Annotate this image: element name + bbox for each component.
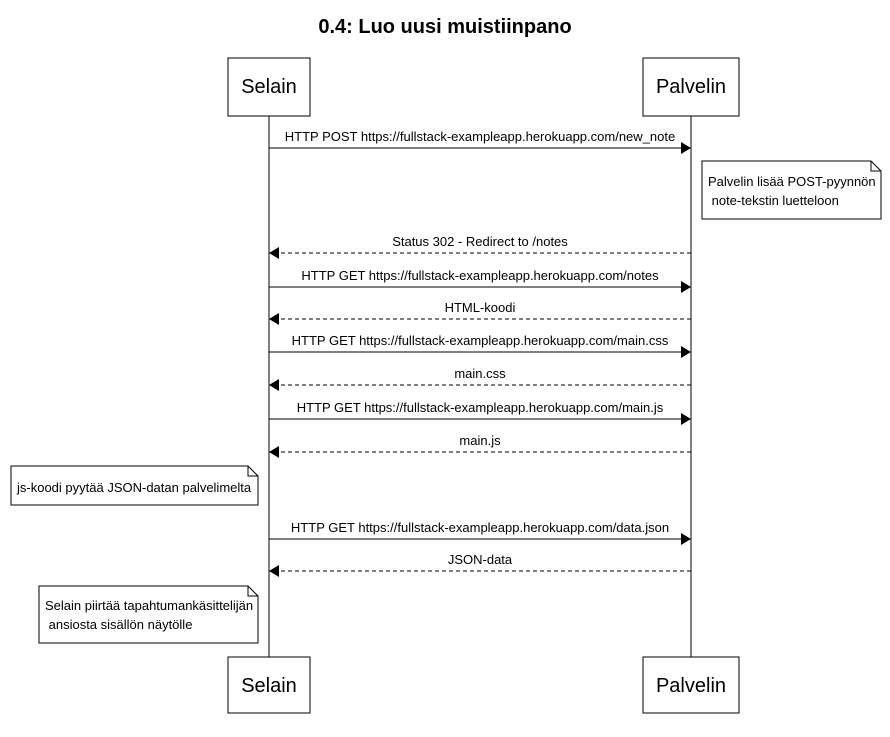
actor-client-bottom-label: Selain <box>241 675 297 697</box>
message-5: HTTP GET https://fullstack-exampleapp.he… <box>269 333 691 358</box>
note-js-line-1: js-koodi pyytää JSON-datan palvelimelta <box>16 480 252 495</box>
note-render-line-1: Selain piirtää tapahtumankäsittelijän <box>45 598 253 613</box>
message-8: main.js <box>269 433 691 458</box>
message-6: main.css <box>269 366 691 391</box>
message-label-4: HTML-koodi <box>445 300 516 315</box>
actor-client-top-label: Selain <box>241 76 297 98</box>
message-label-5: HTTP GET https://fullstack-exampleapp.he… <box>292 333 669 348</box>
actor-server-top-label: Palvelin <box>656 76 726 98</box>
note-server-line-2: note-tekstin luetteloon <box>708 193 839 208</box>
messages: HTTP POST https://fullstack-exampleapp.h… <box>269 129 691 577</box>
note-browser-render: Selain piirtää tapahtumankäsittelijän an… <box>38 585 259 644</box>
diagram-title: 0.4: Luo uusi muistiinpano <box>318 16 571 38</box>
message-label-10: JSON-data <box>448 552 513 567</box>
message-label-9: HTTP GET https://fullstack-exampleapp.he… <box>291 520 669 535</box>
actor-client-top: Selain <box>227 57 311 117</box>
note-js-fetch-json: js-koodi pyytää JSON-datan palvelimelta <box>10 465 259 506</box>
actor-server-top: Palvelin <box>642 57 740 117</box>
message-2: Status 302 - Redirect to /notes <box>269 234 691 259</box>
note-server-line-1: Palvelin lisää POST-pyynnön <box>708 174 876 189</box>
message-7: HTTP GET https://fullstack-exampleapp.he… <box>269 400 691 425</box>
message-label-7: HTTP GET https://fullstack-exampleapp.he… <box>297 400 664 415</box>
actor-server-bottom-label: Palvelin <box>656 675 726 697</box>
message-4: HTML-koodi <box>269 300 691 325</box>
message-label-3: HTTP GET https://fullstack-exampleapp.he… <box>301 268 659 283</box>
message-label-2: Status 302 - Redirect to /notes <box>392 234 568 249</box>
actor-client-bottom: Selain <box>227 656 311 714</box>
message-1: HTTP POST https://fullstack-exampleapp.h… <box>269 129 691 154</box>
note-render-line-2: ansiosta sisällön näytölle <box>45 617 192 632</box>
message-10: JSON-data <box>269 552 691 577</box>
message-label-6: main.css <box>454 366 506 381</box>
note-server-adds-note: Palvelin lisää POST-pyynnön note-tekstin… <box>701 160 882 220</box>
message-9: HTTP GET https://fullstack-exampleapp.he… <box>269 520 691 545</box>
message-label-8: main.js <box>459 433 501 448</box>
message-label-1: HTTP POST https://fullstack-exampleapp.h… <box>285 129 675 144</box>
message-3: HTTP GET https://fullstack-exampleapp.he… <box>269 268 691 293</box>
actor-server-bottom: Palvelin <box>642 656 740 714</box>
